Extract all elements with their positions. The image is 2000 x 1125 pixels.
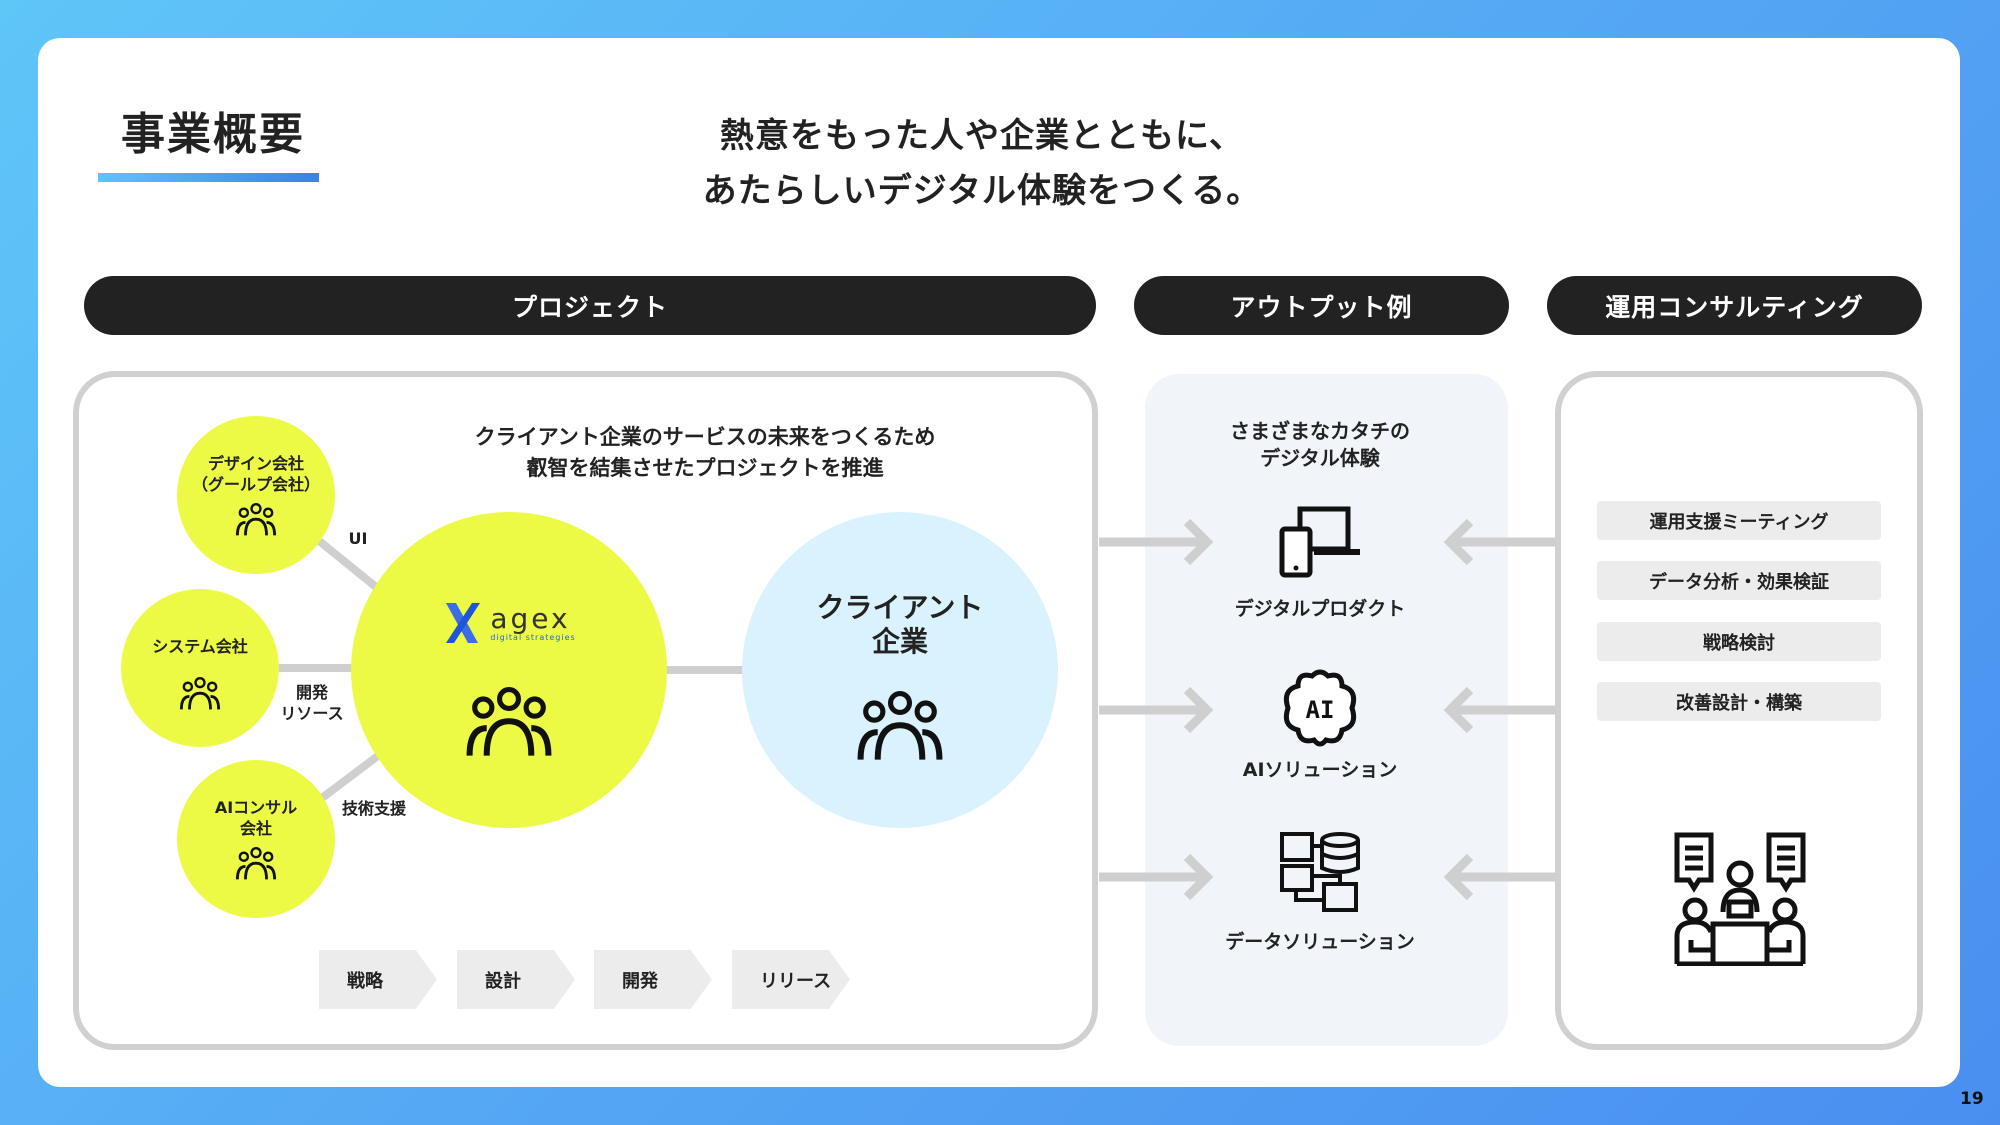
partner-label: 会社 [239, 819, 272, 838]
step-strategy: 戦略 [319, 950, 437, 1009]
page-title: 事業概要 [121, 109, 305, 160]
client-label: 企業 [871, 625, 928, 658]
page-number: 19 [1960, 1089, 1984, 1109]
people-icon [465, 687, 553, 759]
partner-label: デザイン会社 [207, 454, 304, 473]
partner-label: AIコンサル [214, 798, 298, 817]
output-caption: さまざまなカタチの デジタル体験 [1170, 418, 1470, 472]
arrow-left-icon [1443, 518, 1558, 566]
arrow-left-icon [1443, 853, 1558, 901]
step-design: 設計 [457, 950, 575, 1009]
output-caption-line: デジタル体験 [1260, 446, 1380, 470]
arrow-right-icon [1099, 518, 1214, 566]
meeting-icon [1674, 832, 1806, 966]
svg-text:AI: AI [1306, 696, 1335, 724]
client-company: クライアント 企業 [742, 512, 1058, 828]
pill-output: アウトプット例 [1134, 276, 1509, 335]
connector-line [665, 666, 745, 674]
project-caption: クライアント企業のサービスの未来をつくるため 叡智を結集させたプロジェクトを推進 [380, 422, 1030, 484]
headline-line-1: 熱意をもった人や企業とともに、 [720, 116, 1244, 156]
ops-item: データ分析・効果検証 [1597, 561, 1881, 600]
step-release: リリース [732, 950, 850, 1009]
project-caption-line: クライアント企業のサービスの未来をつくるため [474, 425, 936, 449]
people-icon [856, 691, 944, 763]
agex-logo-text: agex [490, 601, 571, 635]
headline-line-2: あたらしいデジタル体験をつくる。 [702, 171, 1262, 211]
arrow-right-icon [1099, 853, 1214, 901]
people-icon [235, 847, 277, 881]
output-item: AIソリューション [1242, 759, 1398, 781]
people-icon [179, 676, 221, 711]
arrow-left-icon [1443, 686, 1558, 734]
ai-brain-icon: AI [1283, 669, 1357, 747]
agex-logo: agex digital strategies [442, 601, 575, 645]
output-caption-line: さまざまなカタチの [1230, 419, 1410, 443]
agex-hub: agex digital strategies [351, 512, 667, 828]
people-icon [235, 503, 277, 537]
ops-item: 戦略検討 [1597, 622, 1881, 661]
partner-ai-consulting: AIコンサル 会社 [177, 760, 335, 918]
ops-item: 改善設計・構築 [1597, 682, 1881, 721]
link-label-tech: 技術支援 [341, 799, 406, 818]
title-underline [98, 173, 319, 182]
link-label-ui: UI [348, 529, 368, 548]
client-label: クライアント [816, 591, 984, 624]
arrow-right-icon [1099, 686, 1214, 734]
ops-item: 運用支援ミーティング [1597, 501, 1881, 540]
data-server-icon [1280, 832, 1360, 912]
output-item: データソリューション [1225, 931, 1415, 953]
partner-label: （グールプ会社） [191, 475, 320, 494]
pill-project: プロジェクト [84, 276, 1096, 335]
link-label-dev: 開発 リソース [280, 683, 344, 723]
agex-x-mark-icon [446, 603, 481, 643]
agex-logo-sub: digital strategies [490, 632, 576, 642]
output-item: デジタルプロダクト [1234, 598, 1406, 620]
connector-line [278, 664, 354, 672]
partner-system-company: システム会社 [121, 589, 279, 747]
step-development: 開発 [594, 950, 712, 1009]
project-caption-line: 叡智を結集させたプロジェクトを推進 [526, 456, 884, 480]
partner-design-company: デザイン会社 （グールプ会社） [177, 416, 335, 574]
pill-ops: 運用コンサルティング [1547, 276, 1922, 335]
partner-label: システム会社 [152, 636, 248, 656]
devices-icon [1279, 506, 1360, 578]
